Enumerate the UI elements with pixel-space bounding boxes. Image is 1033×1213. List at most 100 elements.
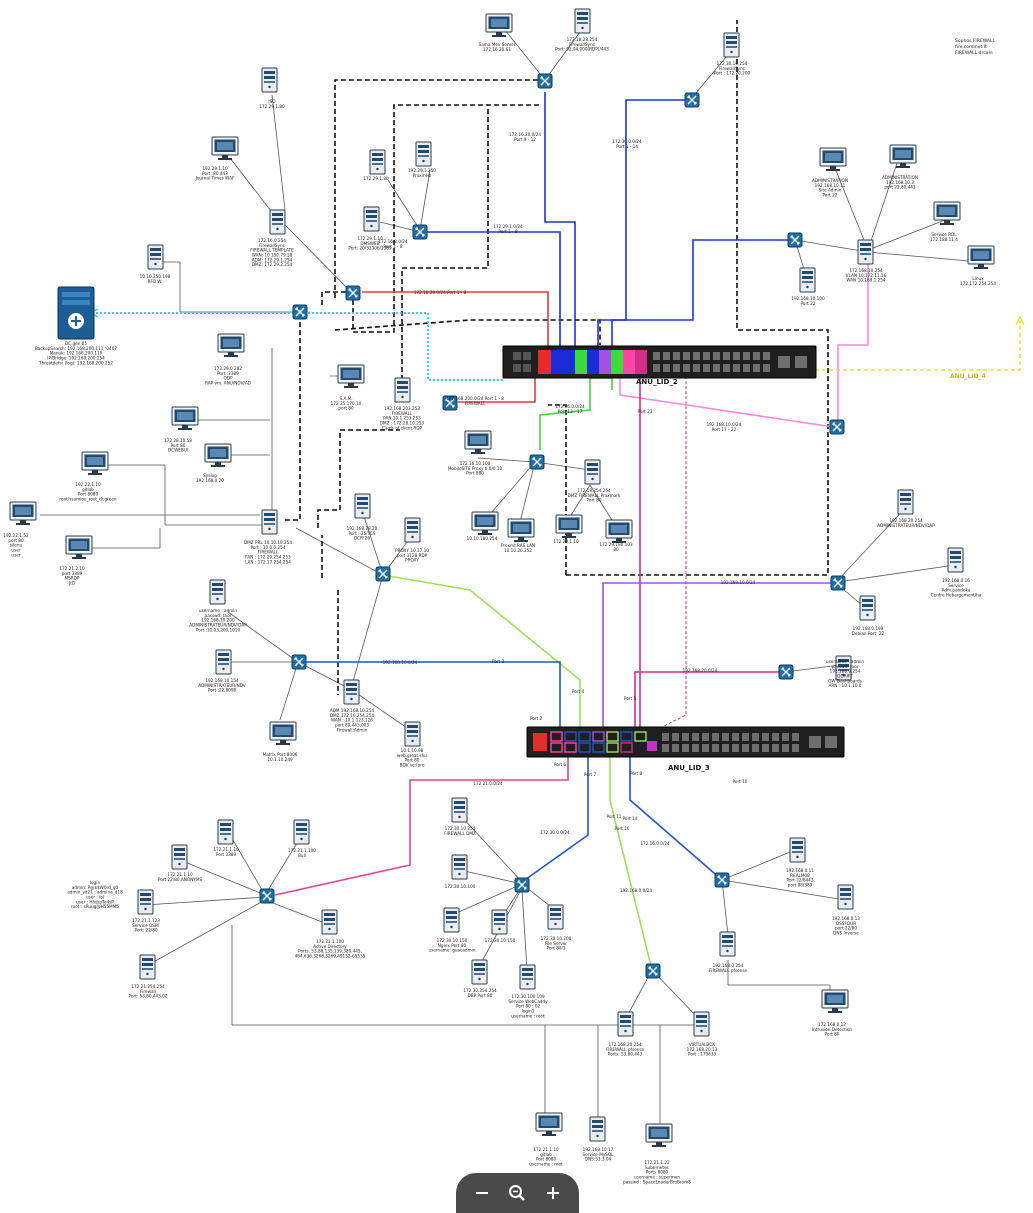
server-icon[interactable] xyxy=(723,32,740,58)
server-icon[interactable] xyxy=(261,509,278,535)
hub-icon[interactable] xyxy=(787,232,803,248)
server-icon[interactable] xyxy=(789,837,806,863)
server-icon[interactable] xyxy=(589,1116,606,1142)
server-icon[interactable] xyxy=(617,1011,634,1037)
server-icon[interactable] xyxy=(947,547,964,573)
server-icon[interactable] xyxy=(491,909,508,935)
server-icon[interactable] xyxy=(394,377,411,403)
server-icon[interactable] xyxy=(261,67,278,93)
cyan-link xyxy=(96,312,505,381)
switch-bottom[interactable] xyxy=(526,726,845,758)
server-icon[interactable] xyxy=(343,679,360,705)
hub-icon[interactable] xyxy=(412,224,428,240)
server-icon[interactable] xyxy=(859,595,876,621)
link-label: Port 7 xyxy=(584,772,597,777)
server-icon[interactable] xyxy=(719,931,736,957)
server-icon[interactable] xyxy=(404,721,421,747)
workstation-icon[interactable] xyxy=(269,721,297,746)
device-label: 10.10.180.254 xyxy=(467,536,498,541)
server-icon[interactable] xyxy=(451,797,468,823)
server-icon[interactable] xyxy=(147,244,164,270)
server-icon[interactable] xyxy=(217,819,234,845)
server-icon[interactable] xyxy=(897,489,914,515)
server-icon[interactable] xyxy=(837,884,854,910)
hub-icon[interactable] xyxy=(529,454,545,470)
switch-top[interactable] xyxy=(502,345,817,379)
server-icon[interactable] xyxy=(451,854,468,880)
server-icon[interactable] xyxy=(574,8,591,34)
hub-icon[interactable] xyxy=(345,285,361,301)
hub-icon[interactable] xyxy=(291,654,307,670)
workstation-icon[interactable] xyxy=(507,518,535,543)
server-icon[interactable] xyxy=(404,517,421,543)
server-icon[interactable] xyxy=(137,889,154,915)
server-icon[interactable] xyxy=(171,844,188,870)
hub-icon[interactable] xyxy=(537,73,553,89)
zoom-in-button[interactable] xyxy=(538,1178,568,1208)
workstation-icon[interactable] xyxy=(65,535,93,560)
server-icon[interactable] xyxy=(369,149,386,175)
server-icon[interactable] xyxy=(584,459,601,485)
workstation-icon[interactable] xyxy=(645,1123,673,1148)
workstation-icon[interactable] xyxy=(464,430,492,455)
workstation-icon[interactable] xyxy=(211,136,239,161)
server-icon[interactable] xyxy=(547,904,564,930)
hub-icon[interactable] xyxy=(292,304,308,320)
firewall-appliance[interactable] xyxy=(57,286,95,340)
link-label: 172.21.0.0/24 xyxy=(473,781,503,786)
server-icon[interactable] xyxy=(443,907,460,933)
zoom-reset-button[interactable] xyxy=(502,1178,532,1208)
workstation-icon[interactable] xyxy=(889,144,917,169)
workstation-icon[interactable] xyxy=(337,364,365,389)
server-icon[interactable] xyxy=(321,909,338,935)
workstation-icon[interactable] xyxy=(9,501,37,526)
server-icon[interactable] xyxy=(693,1011,710,1037)
server-icon[interactable] xyxy=(799,267,816,293)
server-icon[interactable] xyxy=(415,141,432,167)
workstation-icon[interactable] xyxy=(605,519,633,544)
hub-icon[interactable] xyxy=(375,566,391,582)
hub-icon[interactable] xyxy=(829,419,845,435)
server-icon[interactable] xyxy=(363,206,380,232)
workstation-icon[interactable] xyxy=(933,201,961,226)
hub-icon[interactable] xyxy=(714,872,730,888)
workstation-icon[interactable] xyxy=(81,451,109,476)
server-icon[interactable] xyxy=(519,964,536,990)
hub-icon[interactable] xyxy=(778,664,794,680)
workstation-icon[interactable] xyxy=(821,989,849,1014)
server-icon[interactable] xyxy=(293,819,310,845)
zoom-out-button[interactable] xyxy=(467,1178,497,1208)
hub-icon[interactable] xyxy=(830,575,846,591)
server-icon[interactable] xyxy=(471,959,488,985)
workstation-icon[interactable] xyxy=(967,245,995,270)
server-icon[interactable] xyxy=(857,239,874,265)
server-icon[interactable] xyxy=(215,649,232,675)
server-icon[interactable] xyxy=(269,209,286,235)
server-icon[interactable] xyxy=(209,579,226,605)
hub-icon[interactable] xyxy=(684,92,700,108)
workstation-icon[interactable] xyxy=(171,406,199,431)
server-icon[interactable] xyxy=(139,954,156,980)
workstation-icon[interactable] xyxy=(204,443,232,468)
workstation-icon[interactable] xyxy=(471,511,499,536)
workstation-icon[interactable] xyxy=(535,1112,563,1137)
hub-icon[interactable] xyxy=(514,877,530,893)
workstation-icon[interactable] xyxy=(217,333,245,358)
workstation-icon[interactable] xyxy=(555,514,583,539)
hub-icon[interactable] xyxy=(645,963,661,979)
hub-icon[interactable] xyxy=(259,888,275,904)
server-icon[interactable] xyxy=(354,493,371,519)
workstation-icon[interactable] xyxy=(819,147,847,172)
link-label: Port 2 xyxy=(530,716,543,721)
